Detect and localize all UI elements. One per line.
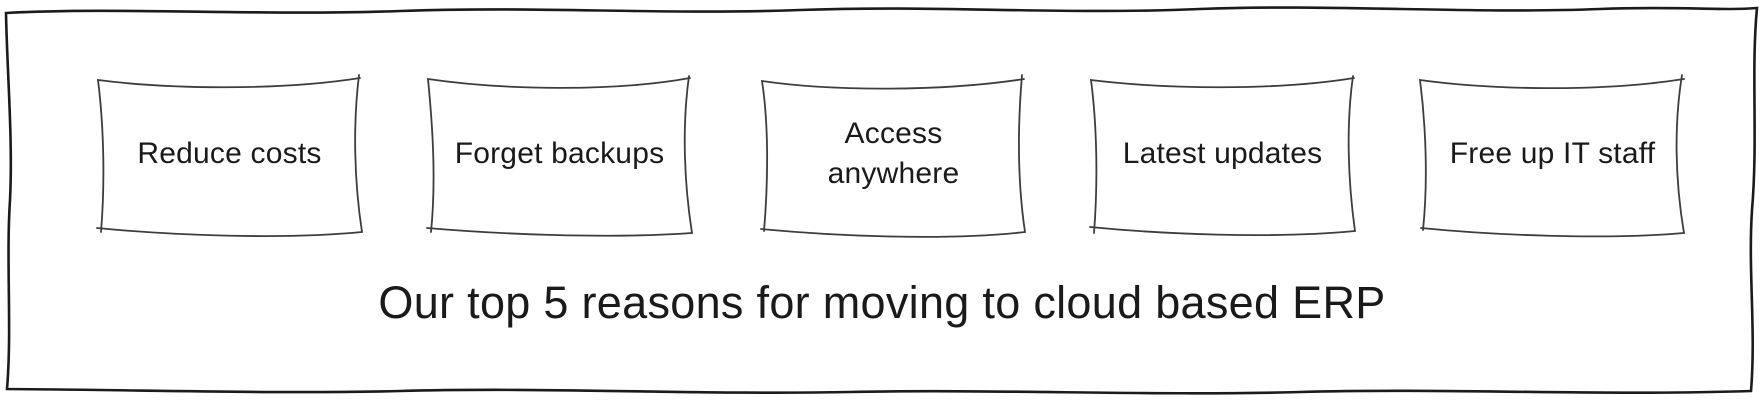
sketch-rectangle <box>1418 74 1686 238</box>
reason-box-free-up-it-staff: Free up IT staff <box>1416 72 1689 238</box>
sketch-rectangle <box>760 74 1027 238</box>
sketch-rectangle <box>426 75 694 237</box>
reason-box-latest-updates: Latest updates <box>1086 72 1359 236</box>
caption: Our top 5 reasons for moving to cloud ba… <box>378 277 1386 328</box>
sketch-rectangle <box>1089 75 1357 236</box>
reason-box-reduce-costs: Reduce costs <box>93 72 366 237</box>
reason-box-access-anywhere: Access anywhere <box>757 72 1030 238</box>
reason-box-label: Forget backups <box>454 137 665 170</box>
reason-box-label: Reduce costs <box>137 137 322 170</box>
reason-box-label: Free up IT staff <box>1449 137 1656 170</box>
reason-box-forget-backups: Forget backups <box>423 72 696 237</box>
sketch-rectangle <box>96 74 364 237</box>
reason-box-label: Latest updates <box>1122 137 1323 170</box>
reason-box-label: Access anywhere <box>827 117 960 190</box>
